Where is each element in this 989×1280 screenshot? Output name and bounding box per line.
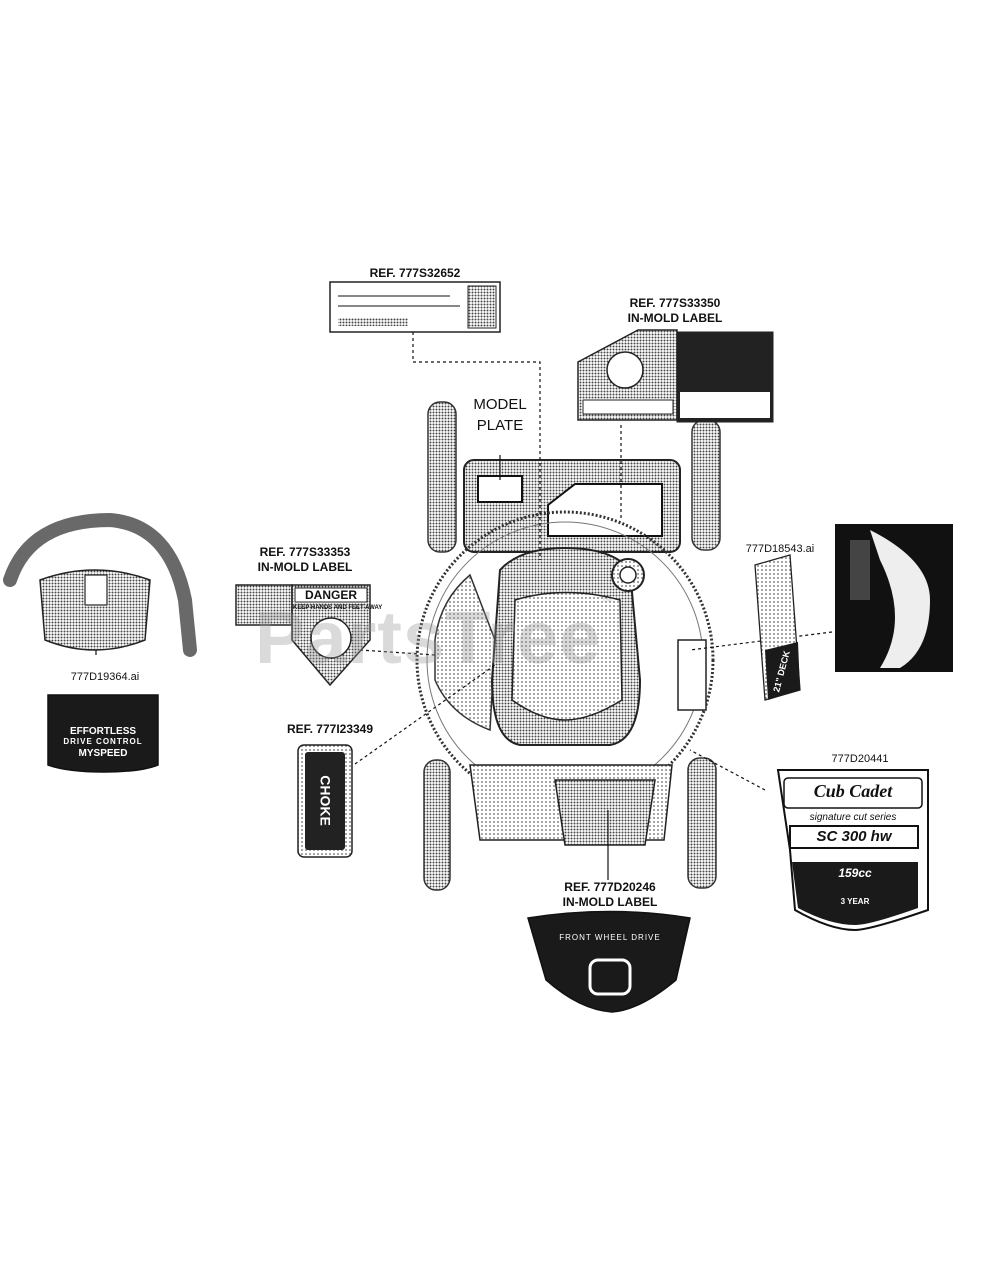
ref-danger-left-sub: IN-MOLD LABEL <box>257 560 353 574</box>
engine-text: 159cc <box>838 866 872 880</box>
drive-control-decal <box>47 694 159 773</box>
ref-danger-top-sub: IN-MOLD LABEL <box>627 311 723 325</box>
file-handle: 777D19364.ai <box>70 671 140 683</box>
model-plate-label-1: MODEL <box>473 396 527 413</box>
front-wheel-drive-text: FRONT WHEEL DRIVE <box>559 933 661 942</box>
danger-sub-left: KEEP HANDS AND FEET AWAY <box>293 605 383 611</box>
ref-warning-top: REF. 777S32652 <box>369 266 461 280</box>
handle-drive-control <box>3 512 197 657</box>
model-text: SC 300 hw <box>816 828 892 845</box>
brand-text: Cub Cadet <box>813 781 893 801</box>
warranty-text: 3 YEAR <box>840 897 870 906</box>
cub-cadet-badge <box>776 769 929 932</box>
drive-text-2: DRIVE CONTROL <box>63 737 143 746</box>
series-text: signature cut series <box>809 812 897 823</box>
danger-label-left <box>235 584 371 687</box>
deck-detail-image <box>835 524 953 672</box>
mower-body <box>415 401 721 891</box>
front-wheel-drive-label <box>527 910 691 1013</box>
ref-danger-left: REF. 777S33353 <box>259 545 351 559</box>
danger-word-left: DANGER <box>304 588 357 602</box>
model-plate-area <box>477 475 523 503</box>
drive-text-1: EFFORTLESS <box>69 726 137 737</box>
ref-front: REF. 777D20246 <box>564 880 656 894</box>
danger-label-top <box>577 329 774 423</box>
wheel-front-left <box>423 759 451 891</box>
drive-text-3: MYSPEED <box>78 748 128 759</box>
model-plate-label-2: PLATE <box>476 417 524 434</box>
choke-text: CHOKE <box>317 775 334 826</box>
deck-label <box>754 554 801 701</box>
file-badge: 777D20441 <box>831 753 889 765</box>
warning-label-top <box>329 281 501 333</box>
wheel-rear-left <box>427 401 457 553</box>
ref-danger-top: REF. 777S33350 <box>629 296 721 310</box>
wheel-front-right <box>687 757 717 889</box>
choke-label <box>297 744 353 858</box>
ref-choke: REF. 777I23349 <box>286 722 374 736</box>
file-deck: 777D18543.ai <box>745 543 815 555</box>
wheel-rear-right <box>691 419 721 551</box>
ref-front-sub: IN-MOLD LABEL <box>562 895 658 909</box>
watermark: PartsTree™ <box>255 595 615 679</box>
in-mold-label-area <box>547 483 663 537</box>
